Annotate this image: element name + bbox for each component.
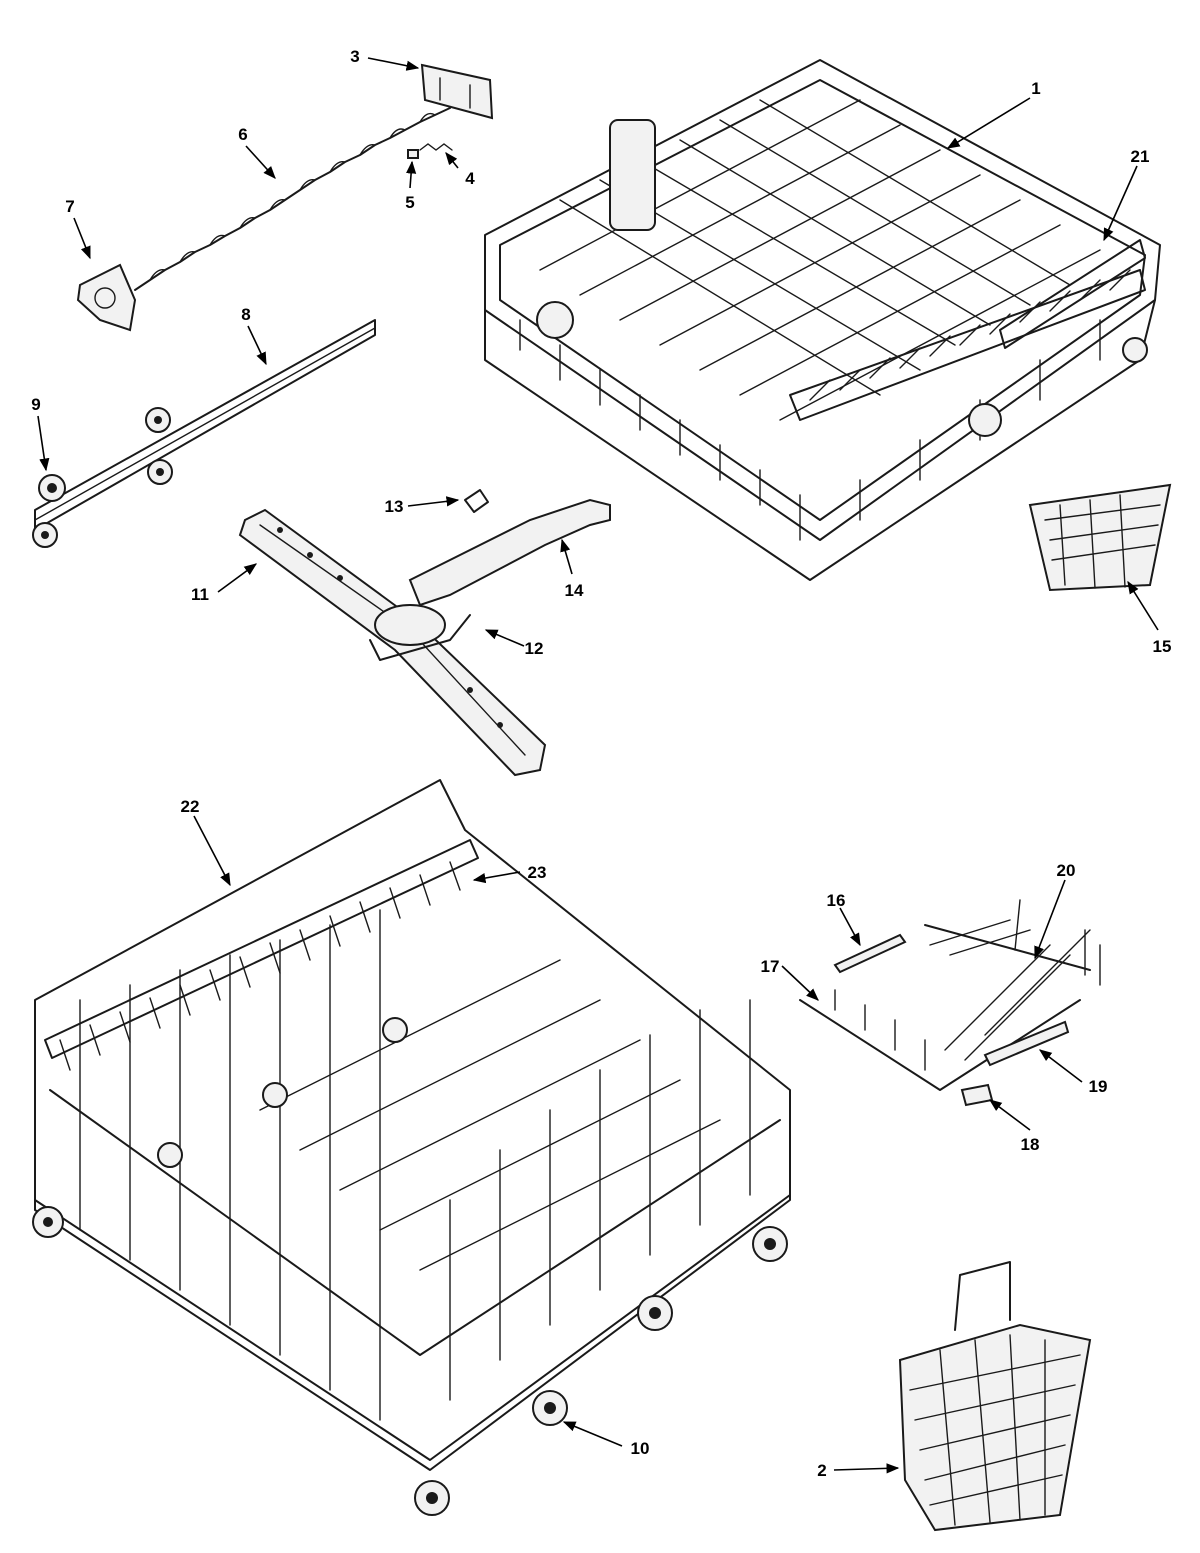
part-6-wave-wire: [134, 107, 451, 291]
upper-rack: [484, 59, 1161, 581]
lower-rack: [34, 779, 791, 1471]
callout-4: 4: [465, 169, 475, 188]
part-5-pin: [407, 149, 419, 159]
callout-labels: 1 2 3 4 5 6 7 8 9 10 11 12 13 14 15 16 1…: [31, 47, 1171, 1480]
part-15-basket: [1028, 483, 1172, 592]
part-23-tine-row: [44, 839, 479, 1059]
part-12-hub: [369, 604, 471, 661]
callout-1: 1: [1031, 79, 1040, 98]
part-19-clip: [983, 1020, 1070, 1067]
callout-17: 17: [761, 957, 780, 976]
part-14-tube: [408, 498, 611, 607]
part-17-20-tine-assembly: [799, 899, 1101, 1091]
callout-19: 19: [1089, 1077, 1108, 1096]
part-16-clip: [833, 933, 907, 974]
part-4-spring: [419, 143, 453, 151]
callout-13: 13: [385, 497, 404, 516]
callout-11: 11: [191, 585, 209, 604]
part-9-wheels: [32, 407, 173, 548]
callout-22: 22: [181, 797, 200, 816]
callout-7: 7: [65, 197, 74, 216]
callout-10: 10: [631, 1439, 650, 1458]
callout-20: 20: [1057, 861, 1076, 880]
upper-rack-wheel-right: [1122, 337, 1148, 363]
tine-row-upper: [789, 269, 1146, 421]
upper-rack-wheel-front: [968, 403, 1002, 437]
callout-5: 5: [405, 193, 414, 212]
callout-14: 14: [565, 581, 584, 600]
callout-21: 21: [1131, 147, 1150, 166]
part-21-tine-row: [999, 239, 1146, 349]
wash-tube-housing: [609, 119, 656, 231]
callout-9: 9: [31, 395, 40, 414]
callout-15: 15: [1153, 637, 1172, 656]
leader-lines: [37, 57, 1159, 1474]
callout-16: 16: [827, 891, 846, 910]
callout-6: 6: [238, 125, 247, 144]
upper-rack-wheel-left: [536, 301, 574, 339]
callout-8: 8: [241, 305, 250, 324]
callout-3: 3: [350, 47, 359, 66]
callout-2: 2: [817, 1461, 826, 1480]
part-2-silverware-basket: [898, 1261, 1092, 1532]
callout-12: 12: [525, 639, 544, 658]
part-18-clip: [960, 1083, 994, 1107]
part-3-bracket: [420, 63, 494, 120]
part-13-clip: [464, 489, 489, 513]
part-8-rail: [34, 319, 376, 531]
callout-23: 23: [528, 863, 547, 882]
callout-18: 18: [1021, 1135, 1040, 1154]
part-10-wheels: [32, 1017, 788, 1516]
part-7-disc: [76, 263, 137, 332]
